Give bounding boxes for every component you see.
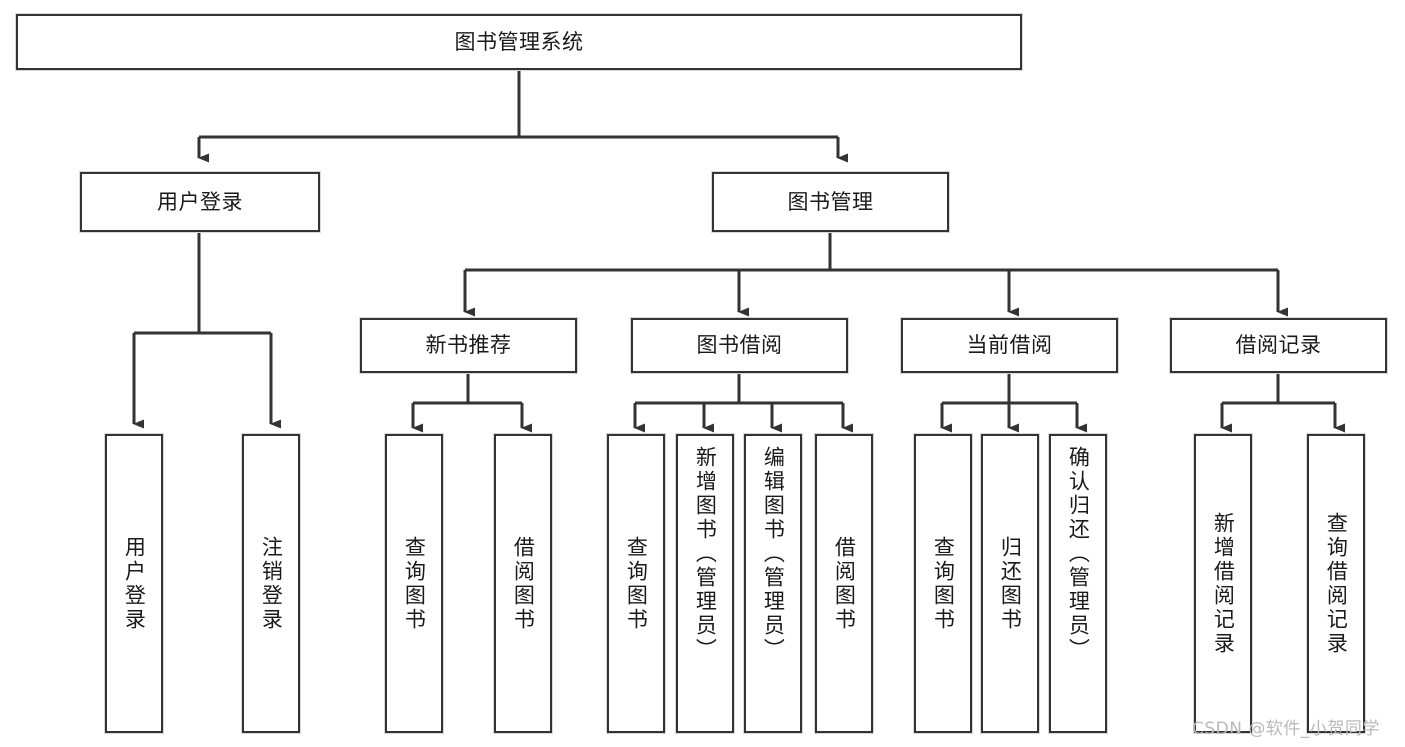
node-leaf-confirm-return-label: 确认归还（管理员） <box>1066 446 1091 662</box>
node-new-book-rec-label: 新书推荐 <box>425 333 512 358</box>
node-book-manage-label: 图书管理 <box>787 189 874 214</box>
node-leaf-user-login-label: 用户登录 <box>122 535 147 632</box>
node-root[interactable]: 图书管理系统 <box>16 14 1022 70</box>
node-leaf-borrow-book-2[interactable]: 借阅图书 <box>815 434 873 733</box>
node-leaf-logout[interactable]: 注销登录 <box>242 434 300 733</box>
node-leaf-borrow-book-1[interactable]: 借阅图书 <box>494 434 552 733</box>
watermark: CSDN @软件_小贺同学 <box>1192 719 1380 739</box>
node-leaf-confirm-return[interactable]: 确认归还（管理员） <box>1049 434 1107 733</box>
node-leaf-add-book[interactable]: 新增图书（管理员） <box>676 434 734 733</box>
node-leaf-query-book-2[interactable]: 查询图书 <box>607 434 665 733</box>
node-leaf-borrow-book-2-label: 借阅图书 <box>832 535 857 632</box>
node-leaf-add-record-label: 新增借阅记录 <box>1211 511 1236 656</box>
node-book-borrow[interactable]: 图书借阅 <box>631 318 848 373</box>
node-leaf-return-book[interactable]: 归还图书 <box>981 434 1039 733</box>
node-leaf-edit-book-label: 编辑图书（管理员） <box>761 446 786 662</box>
node-leaf-query-book-3-label: 查询图书 <box>931 535 956 632</box>
node-leaf-add-record[interactable]: 新增借阅记录 <box>1194 434 1252 733</box>
node-leaf-logout-label: 注销登录 <box>259 535 284 632</box>
node-borrow-record[interactable]: 借阅记录 <box>1170 318 1387 373</box>
node-book-borrow-label: 图书借阅 <box>696 333 783 358</box>
node-leaf-add-book-label: 新增图书（管理员） <box>693 446 718 662</box>
node-leaf-query-record-label: 查询借阅记录 <box>1324 511 1349 656</box>
node-leaf-query-book-1-label: 查询图书 <box>402 535 427 632</box>
node-borrow-record-label: 借阅记录 <box>1235 333 1322 358</box>
node-current-borrow[interactable]: 当前借阅 <box>901 318 1118 373</box>
node-user-login-label: 用户登录 <box>157 189 243 214</box>
node-leaf-return-book-label: 归还图书 <box>998 535 1023 632</box>
node-leaf-query-record[interactable]: 查询借阅记录 <box>1307 434 1365 733</box>
node-leaf-user-login[interactable]: 用户登录 <box>105 434 163 733</box>
node-root-label: 图书管理系统 <box>454 29 584 54</box>
node-user-login[interactable]: 用户登录 <box>80 172 320 232</box>
node-book-manage[interactable]: 图书管理 <box>712 172 949 232</box>
node-new-book-rec[interactable]: 新书推荐 <box>360 318 577 373</box>
node-leaf-query-book-1[interactable]: 查询图书 <box>385 434 443 733</box>
node-leaf-query-book-2-label: 查询图书 <box>624 535 649 632</box>
node-leaf-edit-book[interactable]: 编辑图书（管理员） <box>744 434 802 733</box>
node-leaf-query-book-3[interactable]: 查询图书 <box>914 434 972 733</box>
node-current-borrow-label: 当前借阅 <box>966 333 1053 358</box>
node-leaf-borrow-book-1-label: 借阅图书 <box>511 535 536 632</box>
